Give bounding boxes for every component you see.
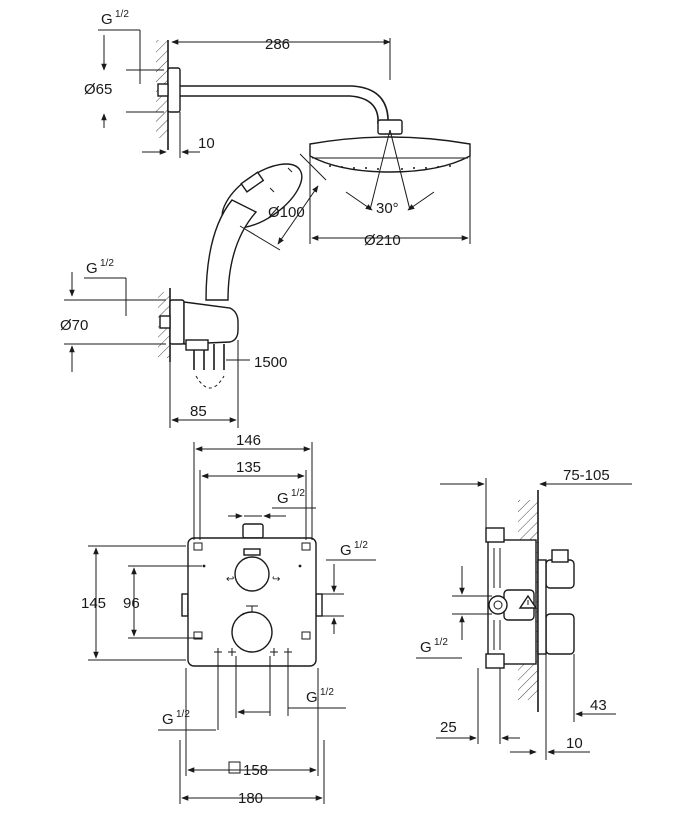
svg-text:1/2: 1/2 bbox=[354, 540, 368, 551]
dim-box-width-outer: 146 bbox=[236, 432, 261, 449]
hand-shower-view: Ø100 G 1/2 Ø70 1500 85 bbox=[60, 153, 327, 428]
mounting-box bbox=[187, 537, 317, 667]
dim-side-10: 10 bbox=[566, 735, 583, 752]
svg-text:↪: ↪ bbox=[272, 574, 280, 585]
dim-box-height-outer: 145 bbox=[81, 595, 106, 612]
side-thermostat-handle bbox=[545, 613, 575, 655]
shower-arm bbox=[180, 85, 389, 124]
side-diverter-handle bbox=[545, 559, 575, 589]
dim-flange-dia: Ø65 bbox=[84, 81, 112, 98]
dim-thread-front-bl: G bbox=[162, 711, 174, 728]
shower-hose bbox=[193, 344, 225, 370]
dim-install-depth: 75-105 bbox=[563, 467, 610, 484]
dim-wall-gap: 10 bbox=[198, 135, 215, 152]
dim-hand-dia: Ø100 bbox=[268, 204, 305, 221]
dim-thread-front-br: G bbox=[306, 689, 318, 706]
head-shower-view: 286 G 1/2 Ø65 10 30° Ø210 bbox=[84, 9, 471, 249]
dim-thread-front-top: G bbox=[277, 490, 289, 507]
svg-text:1/2: 1/2 bbox=[100, 258, 114, 269]
dim-box-height-inner: 96 bbox=[123, 595, 140, 612]
dim-head-dia: Ø210 bbox=[364, 232, 401, 249]
dim-hose-length: 1500 bbox=[254, 354, 287, 371]
dim-side-25: 25 bbox=[440, 719, 457, 736]
dim-outlet-depth: 85 bbox=[190, 403, 207, 420]
svg-text:1/2: 1/2 bbox=[434, 637, 448, 648]
side-view: 75-105 G 1/2 25 43 10 bbox=[416, 467, 632, 760]
dim-thread-top: G bbox=[101, 11, 113, 28]
head-shower bbox=[309, 136, 471, 173]
wall-flange bbox=[167, 67, 181, 113]
thermostat-valve bbox=[231, 611, 273, 653]
dim-spray-angle: 30° bbox=[376, 200, 399, 217]
dim-thread-side: G bbox=[420, 639, 432, 656]
dim-side-43: 43 bbox=[590, 697, 607, 714]
front-view: ↩ ↪ 146 135 G 1/2 G 1/2 bbox=[81, 432, 376, 807]
dim-outlet-dia: Ø70 bbox=[60, 317, 88, 334]
dim-box-width-inner: 135 bbox=[236, 459, 261, 476]
dim-arm-length: 286 bbox=[265, 36, 290, 53]
svg-text:1/2: 1/2 bbox=[291, 488, 305, 499]
wall-outlet bbox=[169, 299, 185, 345]
svg-text:1/2: 1/2 bbox=[115, 9, 129, 20]
dim-thread-front-right: G bbox=[340, 542, 352, 559]
dim-plate-square: 158 bbox=[243, 762, 268, 779]
svg-text:↩: ↩ bbox=[226, 574, 234, 585]
dim-plate-width: 180 bbox=[238, 790, 263, 807]
diverter-valve bbox=[234, 556, 270, 592]
svg-text:1/2: 1/2 bbox=[176, 709, 190, 720]
svg-text:1/2: 1/2 bbox=[320, 687, 334, 698]
dim-thread-mid: G bbox=[86, 260, 98, 277]
shower-holder bbox=[183, 301, 239, 345]
hand-shower-handle bbox=[205, 199, 258, 301]
